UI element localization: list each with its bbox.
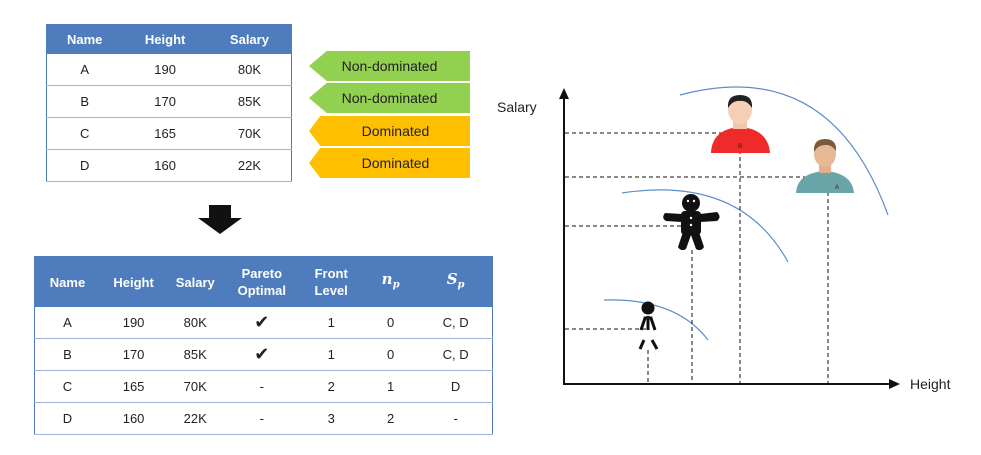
- front-curve-3: [603, 299, 709, 341]
- cell-height: 165: [100, 370, 168, 403]
- table-row: C 165 70K: [46, 117, 292, 150]
- table-row: A 190 80K ✔ 1 0 C, D: [34, 307, 493, 339]
- col-header-pareto-optimal: Pareto Optimal: [223, 256, 301, 307]
- tag-dominated-c: Dominated: [309, 116, 470, 146]
- cell-sp: C, D: [419, 338, 493, 371]
- table-header-row: Name Height Salary Pareto Optimal Front …: [34, 256, 493, 307]
- cell-height: 170: [122, 85, 208, 118]
- gingerbread-icon: [663, 194, 720, 251]
- cell-height: 190: [122, 54, 208, 86]
- cell-np: 2: [362, 402, 420, 435]
- stick-figure-icon: [638, 301, 659, 350]
- cell-salary: 22K: [207, 149, 292, 182]
- col-header-salary: Salary: [167, 256, 224, 307]
- cell-height: 165: [122, 117, 208, 150]
- pareto-ranking-table: Name Height Salary Pareto Optimal Front …: [34, 256, 493, 435]
- np-subscript: p: [392, 279, 400, 291]
- y-axis-label: Salary: [497, 99, 537, 115]
- x-axis-arrowhead: [889, 379, 900, 389]
- person-a-icon: A: [796, 139, 854, 193]
- cell-salary: 85K: [207, 85, 292, 118]
- checkmark-icon: ✔: [223, 307, 301, 339]
- cell-salary: 70K: [207, 117, 292, 150]
- table-row: A 190 80K: [46, 54, 292, 86]
- cell-front-level: 1: [300, 338, 362, 371]
- cell-pareto-optimal: -: [223, 402, 301, 435]
- cell-height: 190: [100, 307, 168, 339]
- y-axis-arrowhead: [559, 88, 569, 99]
- cell-front-level: 3: [300, 402, 362, 435]
- cell-salary: 80K: [207, 54, 292, 86]
- cell-name: B: [46, 85, 123, 118]
- x-axis-label: Height: [910, 376, 951, 392]
- table-row: B 170 85K ✔ 1 0 C, D: [34, 338, 493, 371]
- cell-sp: -: [419, 402, 493, 435]
- tag-dominated-d: Dominated: [309, 148, 470, 178]
- cell-front-level: 1: [300, 307, 362, 339]
- person-a-label: A: [835, 185, 839, 191]
- table-row: D 160 22K: [46, 149, 292, 182]
- cell-name: C: [46, 117, 123, 150]
- col-header-name: Name: [34, 256, 100, 307]
- tag-label: Dominated: [361, 123, 430, 139]
- sp-symbol: S: [446, 269, 458, 288]
- cell-np: 1: [362, 370, 420, 403]
- col-header-np: np: [362, 256, 420, 307]
- front-curve-2: [621, 189, 789, 263]
- cell-height: 160: [100, 402, 168, 435]
- person-b-label: B: [738, 144, 742, 150]
- tag-non-dominated-b: Non-dominated: [309, 83, 470, 113]
- col-header-front-level: Front Level: [300, 256, 362, 307]
- table-row: B 170 85K: [46, 85, 292, 118]
- cell-np: 0: [362, 338, 420, 371]
- tag-label: Non-dominated: [341, 58, 438, 74]
- cell-np: 0: [362, 307, 420, 339]
- checkmark-icon: ✔: [223, 338, 301, 371]
- tag-label: Dominated: [361, 155, 430, 171]
- person-b-icon: B: [711, 95, 770, 153]
- sp-subscript: p: [457, 279, 465, 291]
- cell-sp: C, D: [419, 307, 493, 339]
- cell-salary: 70K: [167, 370, 224, 403]
- cell-name: D: [46, 149, 123, 182]
- input-data-table: Name Height Salary A 190 80K B 170 85K C…: [46, 24, 292, 182]
- cell-name: B: [34, 338, 100, 371]
- cell-sp: D: [419, 370, 493, 403]
- tag-non-dominated-a: Non-dominated: [309, 51, 470, 81]
- cell-name: A: [34, 307, 100, 339]
- front-curve-1: [679, 86, 889, 216]
- table-header-row: Name Height Salary: [46, 24, 292, 54]
- cell-salary: 85K: [167, 338, 224, 371]
- cell-salary: 80K: [167, 307, 224, 339]
- col-header-name: Name: [46, 24, 123, 54]
- col-header-sp: Sp: [419, 256, 493, 307]
- down-arrow-icon: [198, 205, 242, 234]
- col-header-height: Height: [100, 256, 168, 307]
- tag-label: Non-dominated: [341, 90, 438, 106]
- cell-name: A: [46, 54, 123, 86]
- table-row: D 160 22K - 3 2 -: [34, 402, 493, 435]
- col-header-salary: Salary: [207, 24, 292, 54]
- cell-pareto-optimal: -: [223, 370, 301, 403]
- cell-height: 160: [122, 149, 208, 182]
- cell-name: C: [34, 370, 100, 403]
- col-header-height: Height: [122, 24, 208, 54]
- cell-name: D: [34, 402, 100, 435]
- cell-height: 170: [100, 338, 168, 371]
- cell-salary: 22K: [167, 402, 224, 435]
- np-symbol: n: [381, 269, 393, 288]
- cell-front-level: 2: [300, 370, 362, 403]
- table-row: C 165 70K - 2 1 D: [34, 370, 493, 403]
